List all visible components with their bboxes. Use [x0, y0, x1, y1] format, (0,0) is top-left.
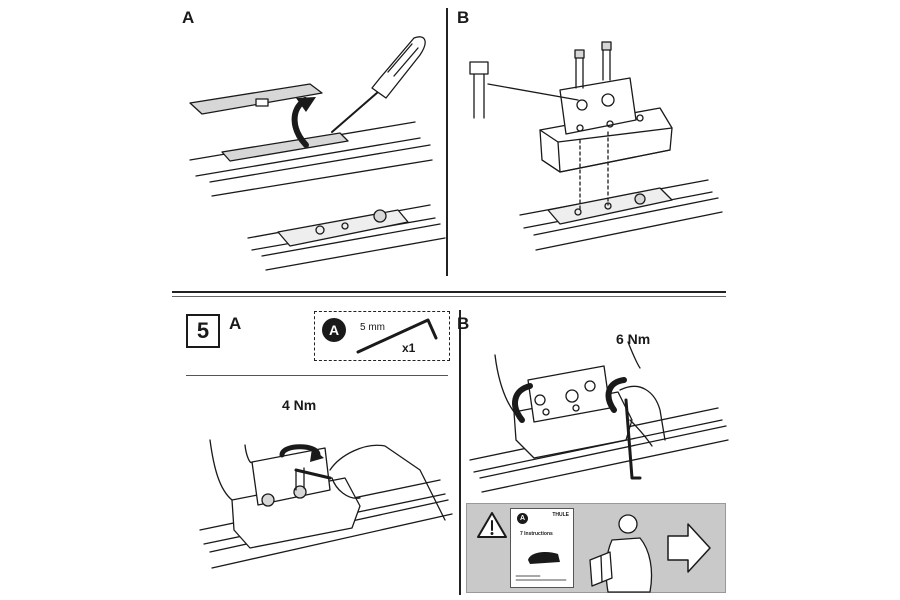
warning-panel — [466, 503, 726, 593]
rotate-arrow-left — [512, 383, 533, 423]
vertical-divider-top — [446, 8, 448, 276]
panel-label-a-top: A — [182, 8, 195, 27]
doc-badge: A — [517, 513, 528, 524]
foot-bottom-b — [513, 365, 633, 459]
rail-lower-a — [247, 204, 446, 271]
rotate-arrow-icon — [291, 97, 309, 148]
foot-bottom-a — [231, 447, 361, 549]
doc-title: 7 Instructions — [520, 531, 553, 537]
alignment-dashes — [579, 131, 609, 213]
rotate-arrow-right — [605, 377, 627, 413]
hand-icon — [209, 439, 446, 521]
step-number: 5 — [196, 318, 210, 343]
panel-label-b-top: B — [457, 8, 470, 27]
hand-bottom-b — [494, 341, 666, 447]
horizontal-divider-second — [172, 296, 726, 297]
hex-key-bottom-b — [624, 398, 642, 480]
instruction-document: A THULE 7 Instructions — [510, 508, 574, 588]
doc-brand: THULE — [552, 512, 569, 518]
rail-top-b — [519, 179, 723, 251]
step-number-box: 5 — [186, 314, 220, 348]
torque-label-a: 4 Nm — [282, 397, 317, 413]
horizontal-divider — [172, 291, 726, 293]
rail-bottom-a — [199, 479, 453, 569]
panel-label-b-bottom: B — [457, 314, 470, 333]
tool-size-label: 5 mm — [360, 322, 385, 333]
panel-label-a-bottom: A — [229, 314, 242, 333]
cover-tab — [255, 98, 269, 107]
vertical-divider-bottom — [459, 310, 461, 595]
rotate-arrow-bottom-a — [279, 444, 321, 458]
tool-required-box — [314, 311, 450, 361]
rail-top-a — [189, 121, 433, 197]
tool-badge: A — [322, 318, 346, 342]
torque-label-b: 6 Nm — [616, 331, 651, 347]
panel-a-bottom-rule — [186, 375, 448, 376]
screwdriver-icon — [331, 36, 426, 133]
foot-top-b — [539, 77, 673, 173]
bolt-icon — [469, 41, 612, 119]
cover-strip — [189, 83, 323, 115]
rail-slot — [221, 132, 349, 162]
rail-bottom-b — [469, 407, 729, 493]
tool-count-label: x1 — [402, 341, 416, 355]
